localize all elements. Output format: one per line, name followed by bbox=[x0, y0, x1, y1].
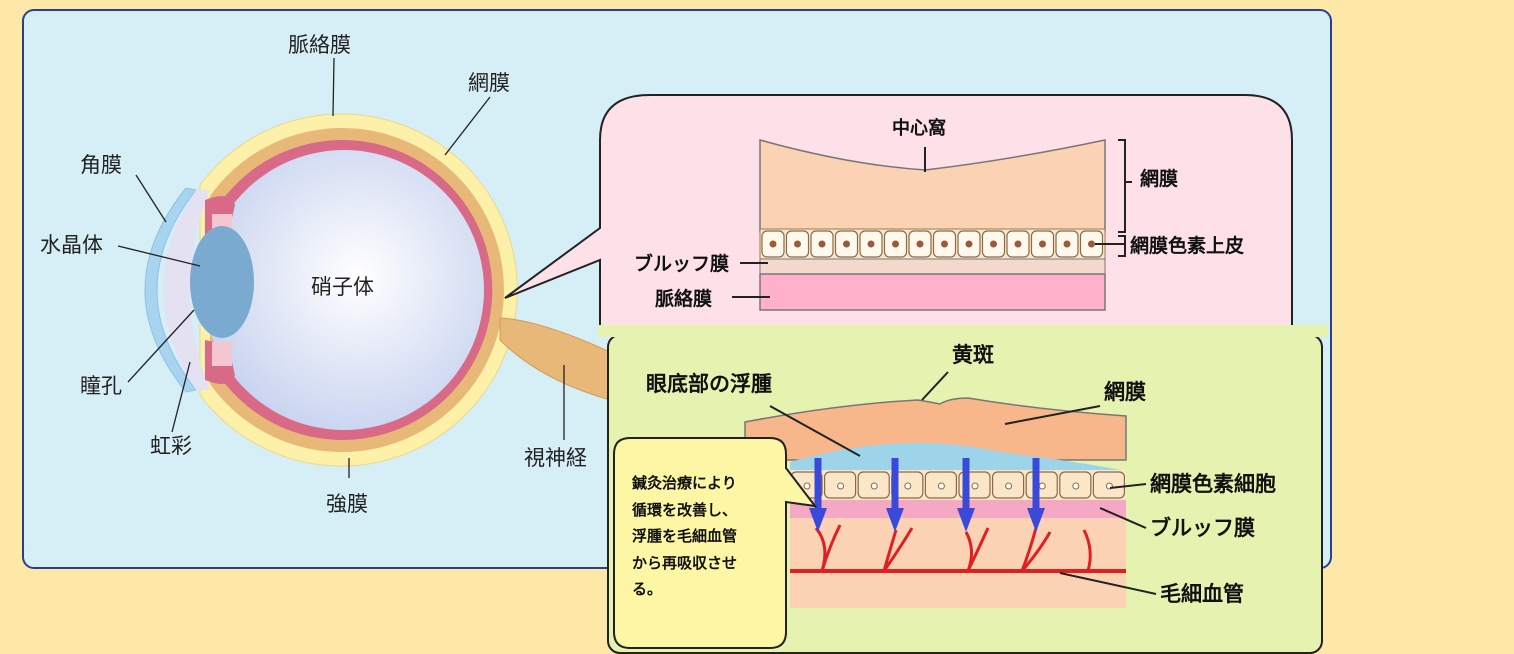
rpe-cell-nucleus bbox=[1063, 240, 1071, 248]
rpe-cell-nucleus bbox=[1039, 240, 1046, 248]
label-edema-retina: 網膜 bbox=[1104, 380, 1146, 404]
label-edema: 眼底部の浮腫 bbox=[646, 372, 772, 396]
lens bbox=[190, 226, 254, 338]
edema-rpe-nucleus bbox=[837, 482, 845, 490]
label-edema-bruch: ブルッフ膜 bbox=[1150, 516, 1255, 540]
label-retina: 網膜 bbox=[468, 71, 510, 95]
rpe-cell-nucleus bbox=[843, 240, 850, 248]
label-rpe-cells: 網膜色素細胞 bbox=[1150, 472, 1276, 496]
rpe-cell-nucleus bbox=[892, 240, 899, 248]
bubble-line: 鍼灸治療により bbox=[632, 474, 737, 492]
absorption-arrows bbox=[809, 458, 1045, 532]
edema-rpe-nucleus bbox=[1072, 482, 1080, 490]
rpe-cell-nucleus bbox=[965, 240, 973, 248]
edema-panel bbox=[598, 325, 1328, 654]
rpe-cell-nucleus bbox=[769, 240, 777, 248]
rpe-cell-nucleus bbox=[867, 240, 875, 248]
label-detail-choroid: 脈絡膜 bbox=[655, 288, 713, 310]
bubble-line: 浮腫を毛細血管 bbox=[632, 527, 738, 545]
bubble-line: 循環を改善し、 bbox=[632, 500, 738, 519]
optic-nerve bbox=[499, 317, 611, 401]
edema-rpe-nucleus bbox=[1005, 482, 1013, 490]
label-capillary: 毛細血管 bbox=[1160, 582, 1244, 606]
absorption-arrow-head bbox=[809, 508, 827, 532]
label-detail-bruch: ブルッフ膜 bbox=[634, 253, 730, 275]
rpe-cells bbox=[761, 230, 1104, 258]
capillary-branches bbox=[814, 524, 1092, 572]
label-cornea: 角膜 bbox=[80, 153, 122, 177]
edema-rpe-nucleus bbox=[870, 482, 878, 490]
label-detail-retina: 網膜 bbox=[1140, 168, 1179, 190]
rpe-cell-nucleus bbox=[941, 240, 948, 248]
choroid-block bbox=[759, 273, 1106, 311]
absorption-arrow-head bbox=[957, 508, 975, 532]
edema-rpe-nucleus bbox=[971, 482, 979, 490]
bubble-text: 鍼灸治療により 循環を改善し、 浮腫を毛細血管 から再吸収させ る。 bbox=[632, 470, 782, 603]
edema-rpe-nucleus bbox=[937, 482, 945, 490]
label-pupil: 瞳孔 bbox=[80, 374, 122, 398]
label-sclera: 強膜 bbox=[326, 492, 368, 516]
label-macula: 黄斑 bbox=[952, 343, 994, 367]
edema-choroid bbox=[790, 518, 1126, 608]
vitreous-body bbox=[204, 150, 484, 430]
edema-rpe-nucleus bbox=[803, 482, 811, 490]
label-lens: 水晶体 bbox=[40, 233, 103, 257]
edema-rpe-nucleus bbox=[1038, 482, 1046, 490]
absorption-arrow-head bbox=[1027, 508, 1045, 532]
label-optic-nerve: 視神経 bbox=[524, 446, 587, 470]
rpe-cell-nucleus bbox=[794, 240, 801, 248]
bubble-line: る。 bbox=[632, 580, 663, 598]
label-fovea: 中心窩 bbox=[892, 118, 946, 139]
label-iris: 虹彩 bbox=[150, 434, 192, 458]
bubble-line: から再吸収させ bbox=[632, 553, 738, 572]
rpe-cell-nucleus bbox=[916, 240, 924, 248]
retina-detail-panel bbox=[504, 94, 1293, 337]
absorption-arrow-head bbox=[886, 508, 904, 532]
edema-rpe-nucleus bbox=[904, 482, 912, 490]
label-choroid: 脈絡膜 bbox=[288, 33, 351, 57]
label-detail-rpe: 網膜色素上皮 bbox=[1130, 235, 1245, 257]
rpe-cell-nucleus bbox=[1088, 240, 1095, 248]
speech-bubble bbox=[613, 437, 818, 649]
ciliary-bottom bbox=[212, 342, 232, 366]
rpe-cell-nucleus bbox=[818, 240, 826, 248]
retina-block bbox=[759, 139, 1106, 233]
rpe-cell-nucleus bbox=[1014, 240, 1022, 248]
anterior-chamber bbox=[163, 190, 210, 390]
rpe-cell-nucleus bbox=[990, 240, 997, 248]
bruch-layer bbox=[759, 258, 1106, 275]
label-vitreous: 硝子体 bbox=[311, 275, 374, 299]
eyeball bbox=[144, 113, 611, 467]
